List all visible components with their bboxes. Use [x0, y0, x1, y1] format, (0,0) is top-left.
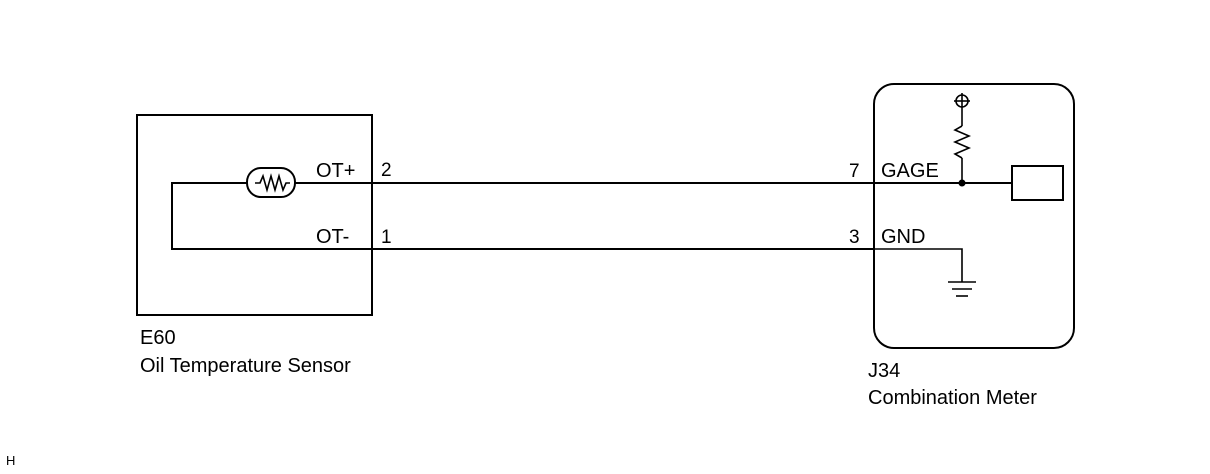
- meter-terminal-gage-label: GAGE: [881, 160, 939, 182]
- sensor-terminal-plus-label: OT+: [316, 160, 355, 182]
- meter-pin-gage: 7: [849, 161, 860, 182]
- sensor-pin-minus: 1: [381, 227, 392, 248]
- footer-mark: H: [6, 453, 15, 468]
- meter-pin-gnd: 3: [849, 227, 860, 248]
- sensor-terminal-minus-label: OT-: [316, 226, 349, 248]
- sensor-internal-wire: [171, 182, 372, 250]
- meter-terminal-gnd-label: GND: [881, 226, 925, 248]
- pullup-resistor-icon: [952, 93, 972, 183]
- gauge-element-icon: [1011, 165, 1064, 201]
- sensor-pin-plus: 2: [381, 160, 392, 181]
- sensor-box: [136, 114, 373, 316]
- sensor-name: Oil Temperature Sensor: [140, 355, 351, 377]
- meter-connector-id: J34: [868, 360, 900, 382]
- meter-name: Combination Meter: [868, 387, 1037, 409]
- thermistor-icon: [246, 167, 372, 198]
- sensor-connector-id: E60: [140, 327, 176, 349]
- ground-icon: [874, 248, 976, 297]
- meter-box: [873, 83, 1075, 349]
